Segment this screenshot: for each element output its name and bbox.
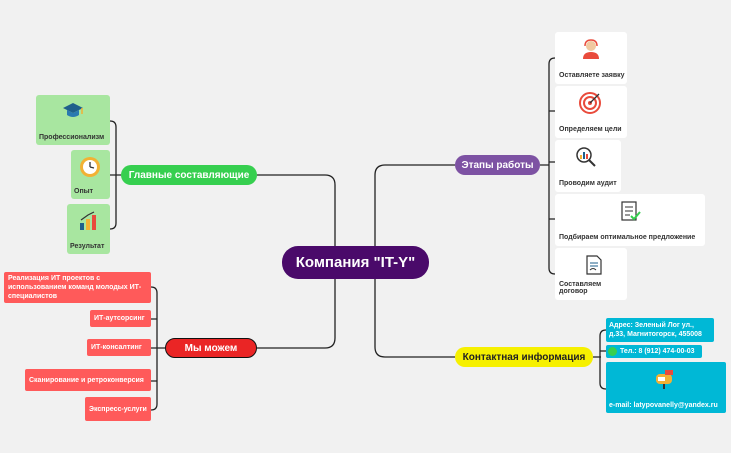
checklist-icon xyxy=(619,200,641,224)
stage-item-contract[interactable]: Составляем договор xyxy=(555,248,627,300)
phone-label: Тел.: 8 (912) 474-00-03 xyxy=(620,348,695,355)
target-icon xyxy=(579,92,601,116)
operator-icon xyxy=(580,38,602,62)
service-item[interactable]: Экспресс-услуги xyxy=(85,397,151,421)
growth-chart-icon xyxy=(78,210,100,234)
stage-item-offer[interactable]: Подбираем оптимальное предложение xyxy=(555,194,705,246)
service-item[interactable]: ИТ-консалтинг xyxy=(87,339,151,356)
phone-box[interactable]: Тел.: 8 (912) 474-00-03 xyxy=(606,345,702,358)
main-item-label: Результат xyxy=(70,243,105,250)
main-components-topic[interactable]: Главные составляющие xyxy=(121,165,257,185)
stage-item-audit[interactable]: Проводим аудит xyxy=(555,140,621,192)
contact-topic[interactable]: Контактная информация xyxy=(455,347,593,367)
stage-item-goals[interactable]: Определяем цели xyxy=(555,86,627,138)
service-item[interactable]: Реализация ИТ проектов с использованием … xyxy=(4,272,151,303)
address-box: Адрес: Зеленый Лог ул., д.33, Магнитогор… xyxy=(606,318,714,342)
main-item-result[interactable]: Результат xyxy=(67,204,110,254)
email-box[interactable]: e-mail: latypovanelly@yandex.ru xyxy=(606,362,726,413)
whatsapp-icon xyxy=(608,347,617,356)
stages-topic[interactable]: Этапы работы xyxy=(455,155,540,175)
service-item[interactable]: ИТ-аутсорсинг xyxy=(90,310,151,327)
stage-item-label: Подбираем оптимальное предложение xyxy=(559,234,696,241)
stage-item-label: Определяем цели xyxy=(559,126,622,133)
graduation-cap-icon xyxy=(62,101,84,123)
main-item-experience[interactable]: Опыт xyxy=(71,150,110,199)
main-item-professionalism[interactable]: Профессионализм xyxy=(36,95,110,145)
stage-item-label: Оставляете заявку xyxy=(559,72,625,79)
stage-item-label: Составляем договор xyxy=(559,281,602,295)
magnifier-chart-icon xyxy=(575,146,597,170)
service-item[interactable]: Сканирование и ретроконверсия xyxy=(25,369,151,391)
mailbox-icon xyxy=(653,368,677,392)
stage-item-request[interactable]: Оставляете заявку xyxy=(555,32,627,84)
clock-icon xyxy=(79,156,101,180)
main-item-label: Профессионализм xyxy=(39,134,105,141)
central-topic[interactable]: Компания "IT-Y" xyxy=(282,246,429,279)
document-icon xyxy=(583,254,605,278)
email-label: e-mail: latypovanelly@yandex.ru xyxy=(609,402,718,409)
main-item-label: Опыт xyxy=(74,188,94,195)
stage-item-label: Проводим аудит xyxy=(559,180,617,187)
we-can-topic[interactable]: Мы можем xyxy=(165,338,257,358)
